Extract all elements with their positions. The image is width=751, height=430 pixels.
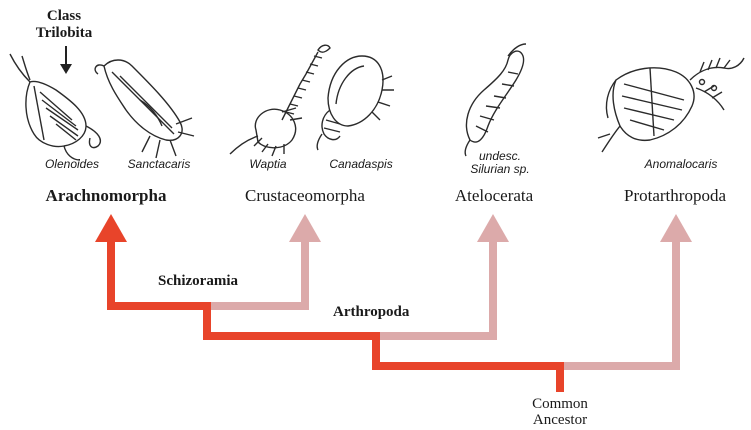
class-trilobita-label: Class Trilobita [36,8,92,42]
species-label-waptia: Waptia [249,157,286,171]
species-label-silurian: undesc. Silurian sp. [470,150,529,176]
arrow-atelocerata [477,214,509,242]
canadaspis-illustration [317,56,394,150]
trilobita-pointer [60,46,72,74]
node-label-schizoramia: Schizoramia [158,273,238,290]
olenoides-illustration [10,54,100,160]
node-label-common-ancestor: Common Ancestor [532,396,588,428]
species-label-anomalocaris: Anomalocaris [645,157,718,171]
arrow-arachnomorpha [95,214,127,242]
waptia-illustration [230,45,330,156]
group-label-protarthropoda: Protarthropoda [624,186,726,206]
silurian-sp-illustration [465,44,526,156]
species-label-silurian-line2: Silurian sp. [470,163,529,176]
anomalocaris-illustration [598,58,744,152]
group-label-crustaceomorpha: Crustaceomorpha [245,186,365,206]
branch-atelocerata [376,240,493,336]
species-label-sanctacaris: Sanctacaris [128,157,191,171]
group-label-arachnomorpha: Arachnomorpha [46,186,167,206]
arrow-crustaceomorpha [289,214,321,242]
branch-protarthropoda [560,240,676,366]
faded-branches [207,214,692,366]
species-label-olenoides: Olenoides [45,157,99,171]
class-trilobita-line2: Trilobita [36,25,92,42]
arrow-protarthropoda [660,214,692,242]
node-label-arthropoda: Arthropoda [333,304,409,321]
common-ancestor-line2: Ancestor [532,412,588,428]
group-label-atelocerata: Atelocerata [455,186,533,206]
species-label-canadaspis: Canadaspis [329,157,392,171]
common-ancestor-line1: Common [532,396,588,412]
class-trilobita-line1: Class [36,8,92,25]
sanctacaris-illustration [95,60,194,158]
